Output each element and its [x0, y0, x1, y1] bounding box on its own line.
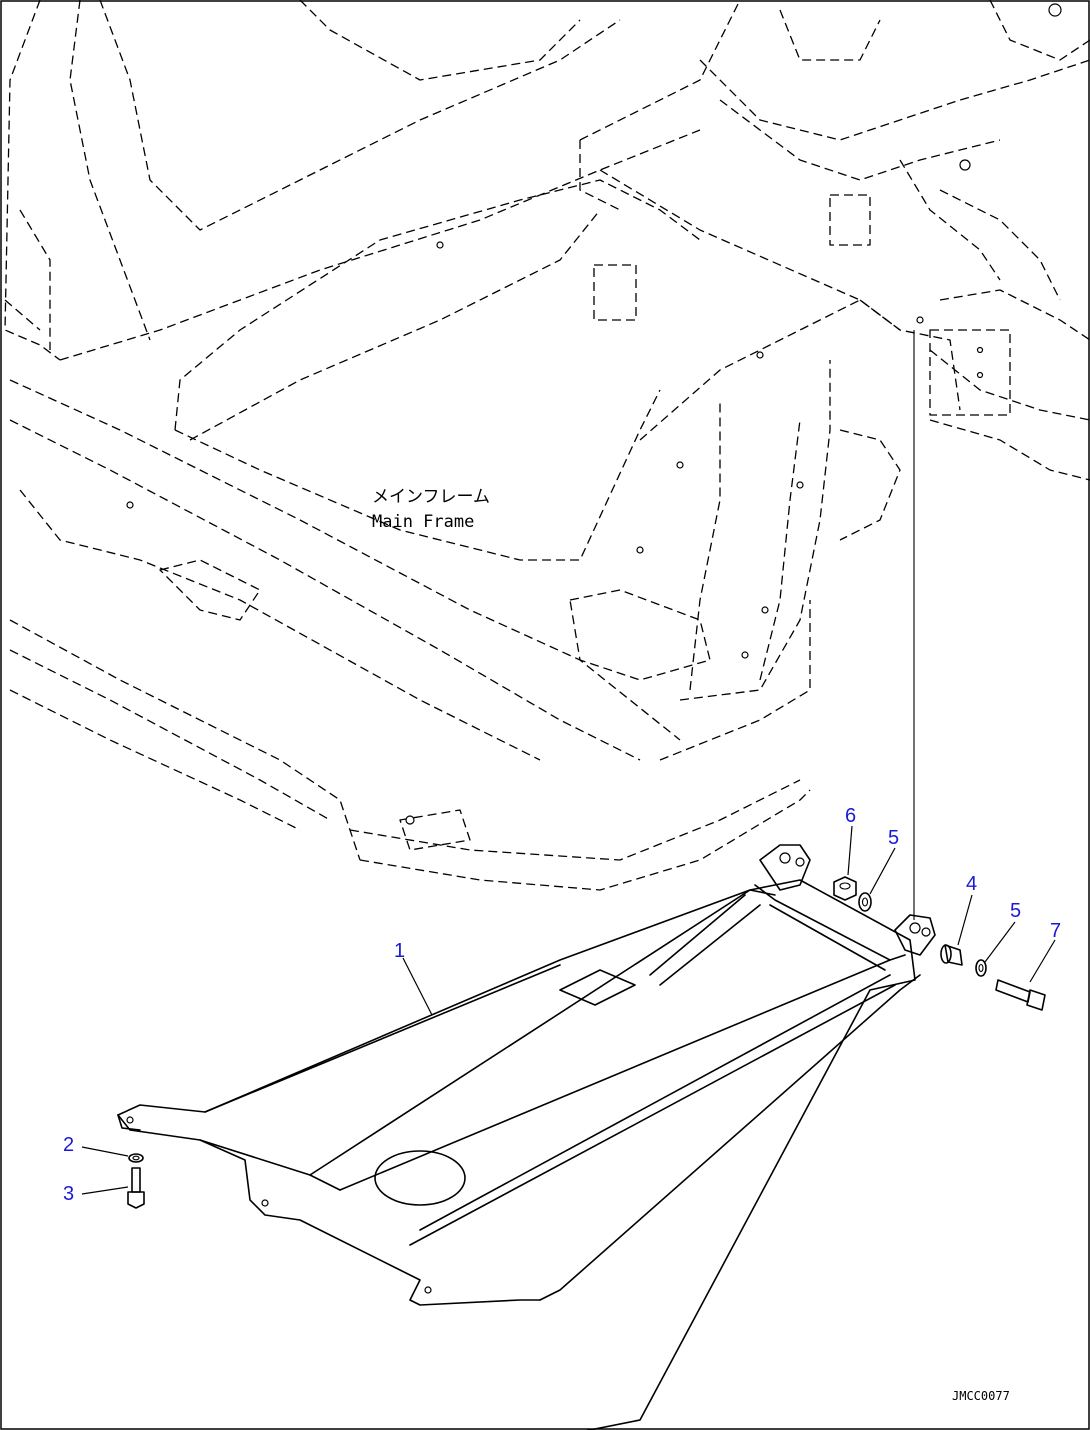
bolt-left-part	[127, 1167, 145, 1209]
leader-1	[402, 957, 433, 1016]
callout-1: 1	[394, 940, 405, 962]
leader-3	[81, 1186, 129, 1195]
leader-5a	[869, 847, 896, 895]
leader-7	[1029, 939, 1056, 983]
leader-4	[957, 894, 973, 946]
main-frame-label-jp: メインフレーム	[372, 487, 490, 507]
bolt-right-part	[995, 979, 1046, 1011]
nut-part	[833, 876, 857, 901]
leader-6	[847, 825, 853, 876]
washer-upper-part	[858, 892, 872, 912]
washer-right-part	[975, 959, 987, 977]
washer-left-part	[128, 1153, 144, 1163]
callout-4: 4	[966, 873, 977, 895]
callout-3: 3	[63, 1183, 74, 1205]
callout-5-upper: 5	[888, 827, 899, 849]
leader-5b	[984, 921, 1016, 963]
drawing-code: JMCC0077	[952, 1389, 1010, 1403]
callout-7: 7	[1050, 920, 1061, 942]
main-frame-label-en: Main Frame	[372, 512, 474, 532]
callout-2: 2	[63, 1134, 74, 1156]
callout-5-right: 5	[1010, 900, 1021, 922]
guard-drawing	[117, 844, 936, 1430]
main-frame-drawing	[4, 0, 1090, 891]
callout-6: 6	[845, 805, 856, 827]
bushing-part	[940, 944, 963, 966]
leader-2	[81, 1146, 129, 1157]
